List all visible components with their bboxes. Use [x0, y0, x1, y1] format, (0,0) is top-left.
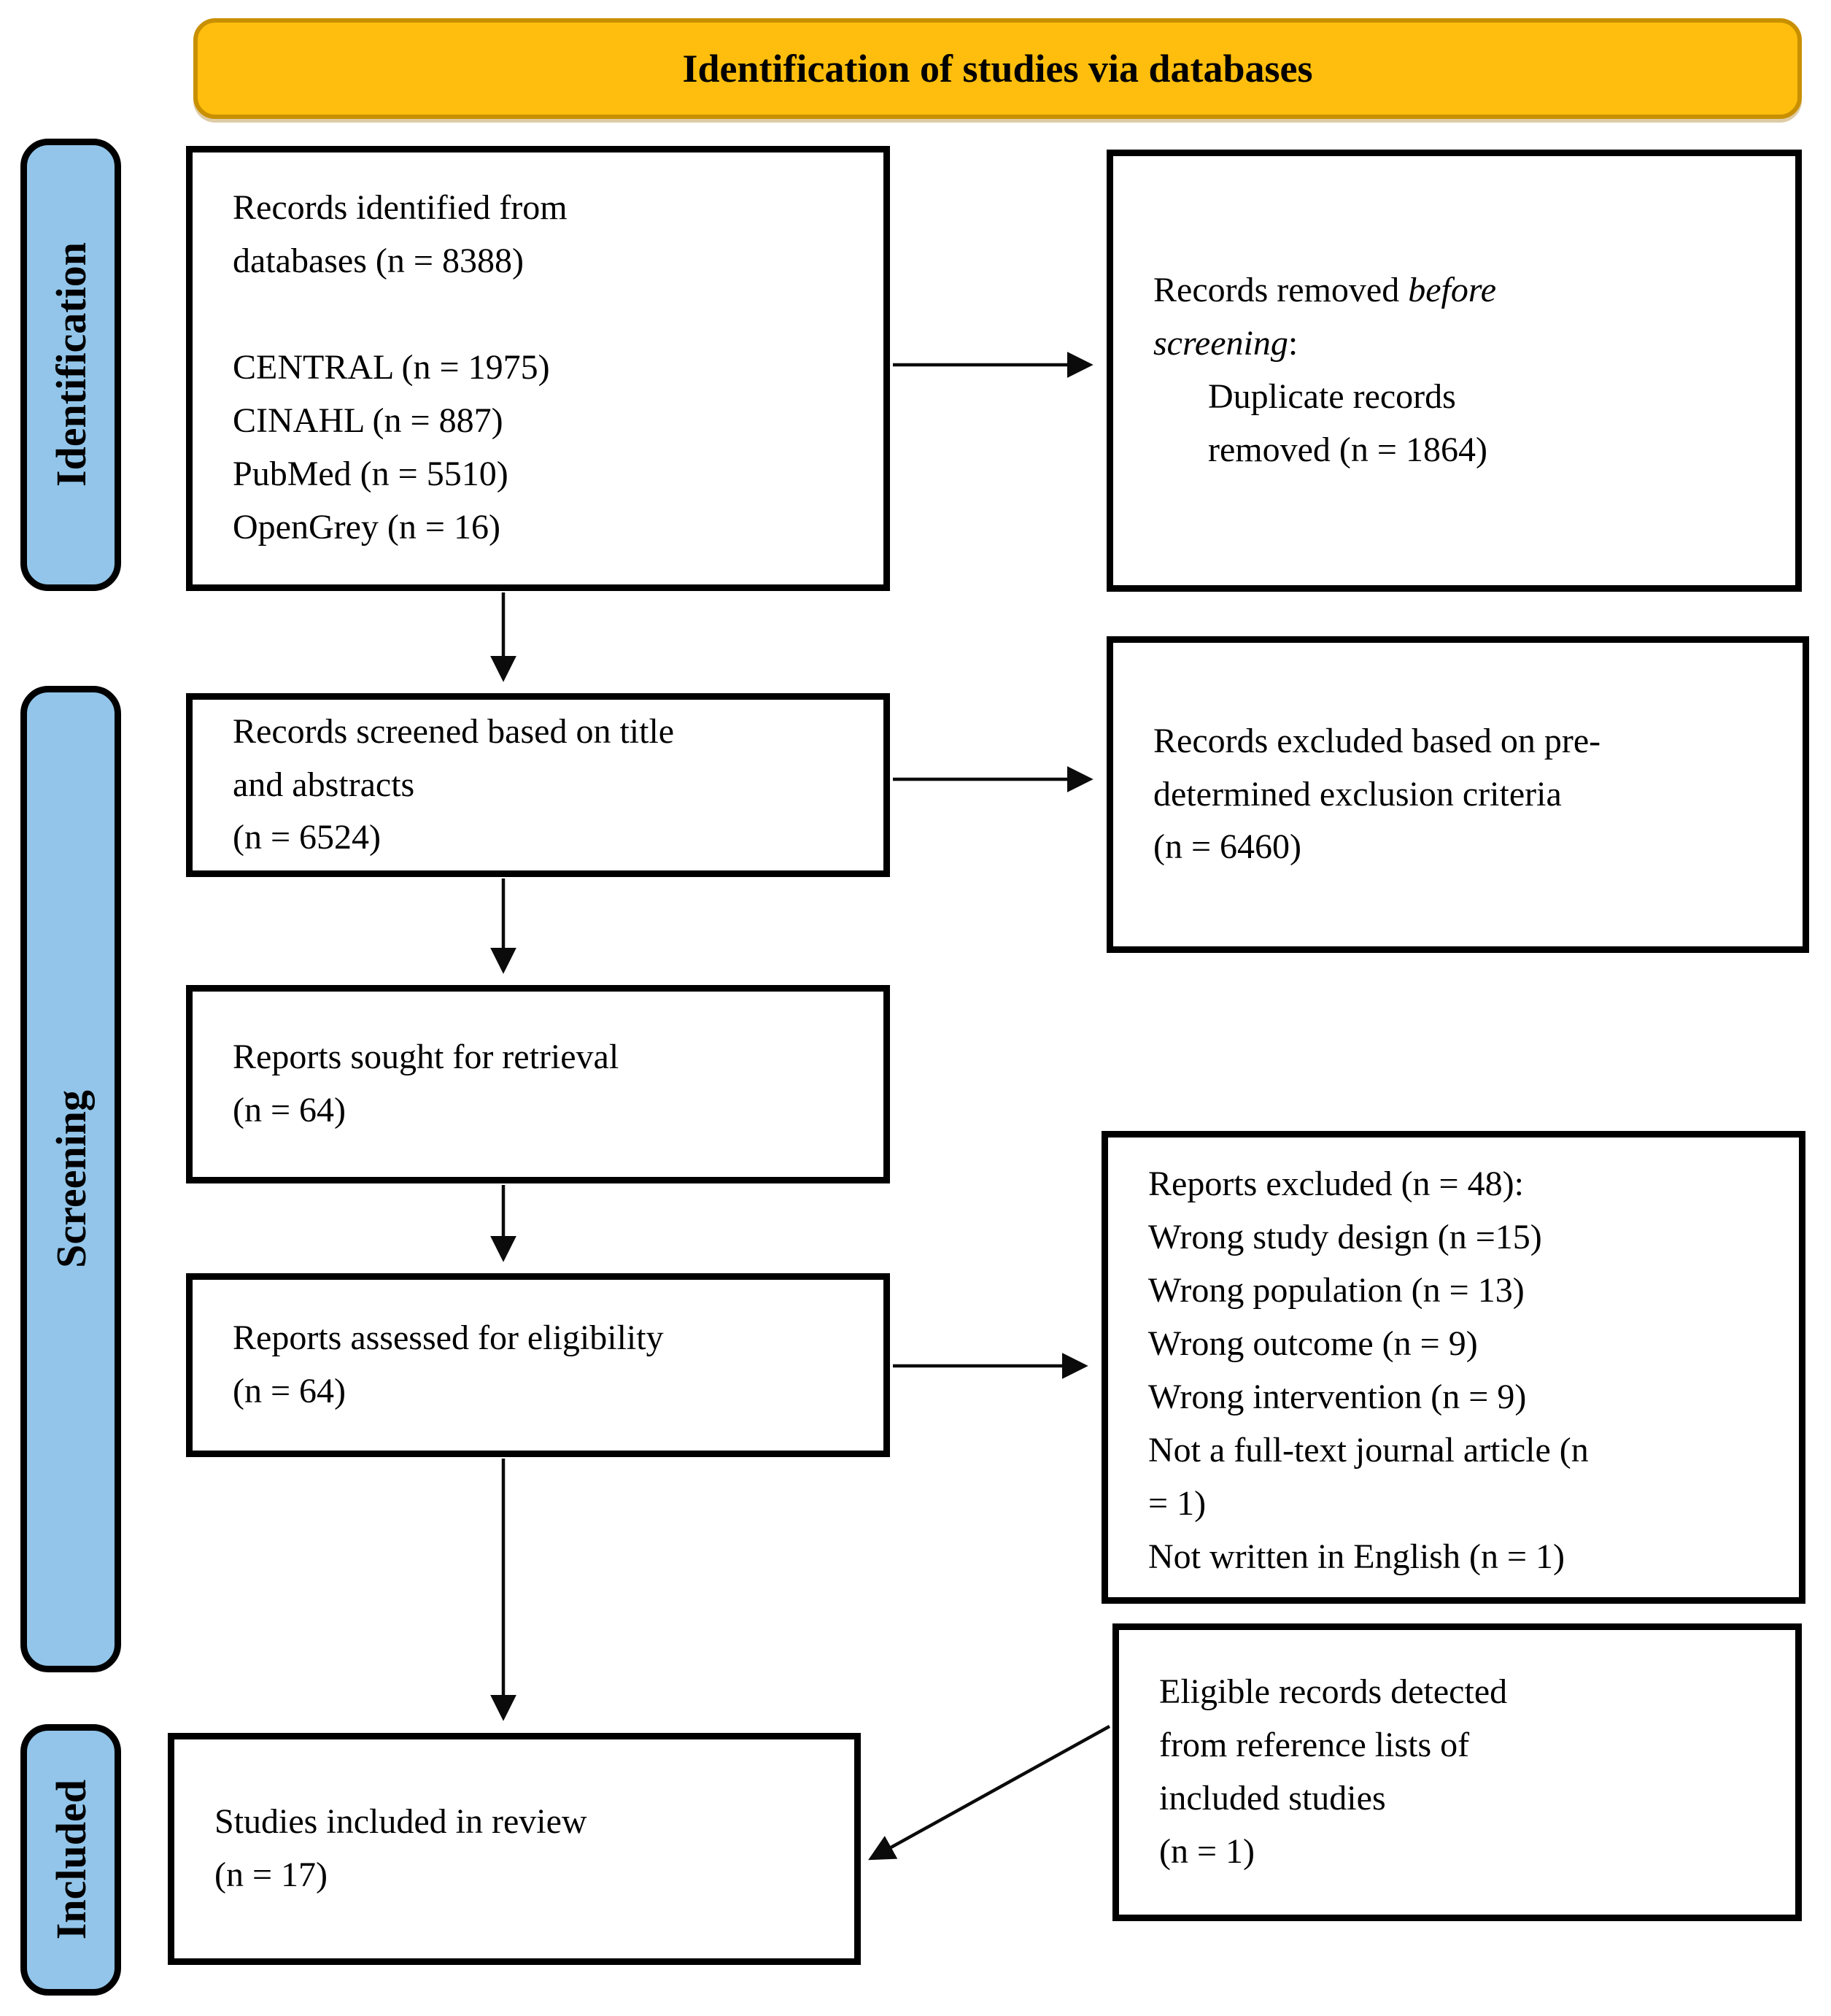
records-removed-suffix: : — [1288, 324, 1298, 363]
stage-label-screening: Screening — [20, 686, 121, 1672]
stage-label-screening-text: Screening — [47, 1090, 95, 1268]
records-removed-heading: Records removed before screening: — [1153, 264, 1773, 371]
records-removed-detail: Duplicate records removed (n = 1864) — [1208, 377, 1487, 469]
box-records-excluded: Records excluded based on pre- determine… — [1107, 636, 1809, 953]
box-studies-included: Studies included in review (n = 17) — [168, 1733, 861, 1965]
box-eligible-records: Eligible records detected from reference… — [1112, 1623, 1802, 1921]
box-records-identified: Records identified from databases (n = 8… — [186, 146, 890, 591]
box-reports-assessed: Reports assessed for eligibility (n = 64… — [186, 1273, 890, 1457]
box-records-removed: Records removed before screening: Duplic… — [1107, 150, 1802, 592]
box-reports-sought: Reports sought for retrieval (n = 64) — [186, 985, 890, 1183]
stage-label-identification-text: Identification — [47, 242, 95, 487]
box-reports-excluded: Reports excluded (n = 48): Wrong study d… — [1102, 1131, 1805, 1604]
box-records-screened: Records screened based on title and abst… — [186, 693, 890, 877]
stage-label-included: Included — [20, 1724, 121, 1996]
arrow-eligible-to-included — [868, 1725, 1111, 1861]
stage-label-identification: Identification — [20, 139, 121, 591]
stage-label-included-text: Included — [47, 1780, 95, 1940]
records-removed-italic: before screening — [1153, 271, 1497, 363]
records-removed-prefix: Records removed — [1153, 271, 1409, 310]
banner-title: Identification of studies via databases — [193, 18, 1802, 119]
